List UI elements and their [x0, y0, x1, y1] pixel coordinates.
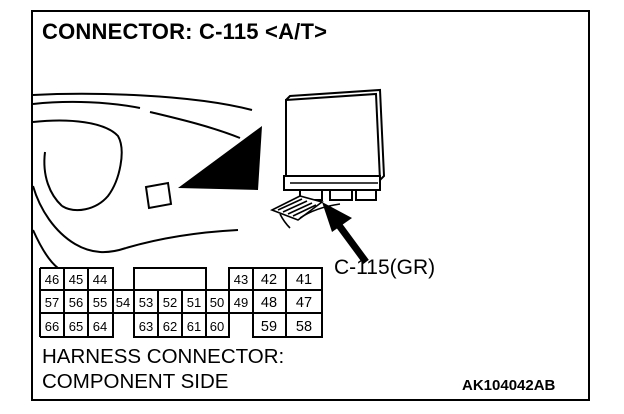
- callout-arrow: [322, 202, 369, 265]
- pin-label: 53: [139, 295, 153, 310]
- caption-line-1: HARNESS CONNECTOR:: [42, 345, 285, 368]
- pin-label: 65: [69, 319, 83, 334]
- pin-label: 50: [210, 295, 224, 310]
- location-wedge: [178, 126, 262, 190]
- connector-title: CONNECTOR: C-115 <A/T>: [42, 19, 328, 44]
- pin-labels: 46 45 44 43 42 41 57 56 55 54 53 52 51 5…: [45, 272, 312, 335]
- pin-label: 61: [187, 319, 201, 334]
- pin-label: 56: [69, 295, 83, 310]
- dashboard-module: [144, 181, 173, 210]
- pin-label: 47: [296, 295, 312, 311]
- pin-label: 42: [261, 272, 277, 288]
- pin-label: 51: [187, 295, 201, 310]
- control-unit: [283, 88, 386, 201]
- dashboard-drawing: [32, 92, 253, 269]
- pin-label: 59: [261, 319, 277, 335]
- pin-label: 62: [163, 319, 177, 334]
- caption-line-2: COMPONENT SIDE: [42, 370, 229, 393]
- pin-label: 43: [234, 272, 248, 287]
- pin-label: 48: [261, 295, 277, 311]
- pin-label: 63: [139, 319, 153, 334]
- pin-label: 55: [93, 295, 107, 310]
- pin-grid: [39, 267, 323, 338]
- pin-label: 60: [210, 319, 224, 334]
- pin-label: 64: [93, 319, 107, 334]
- pin-label: 52: [163, 295, 177, 310]
- pin-label: 54: [116, 295, 130, 310]
- figure-id: AK104042AB: [462, 377, 556, 394]
- pin-label: 57: [45, 295, 59, 310]
- pin-label: 45: [69, 272, 83, 287]
- connector-callout-label: C-115(GR): [334, 256, 436, 279]
- pin-label: 66: [45, 319, 59, 334]
- pin-label: 46: [45, 272, 59, 287]
- pin-label: 49: [234, 295, 248, 310]
- pin-label: 41: [296, 272, 312, 288]
- pin-label: 58: [296, 319, 312, 335]
- pin-label: 44: [93, 272, 107, 287]
